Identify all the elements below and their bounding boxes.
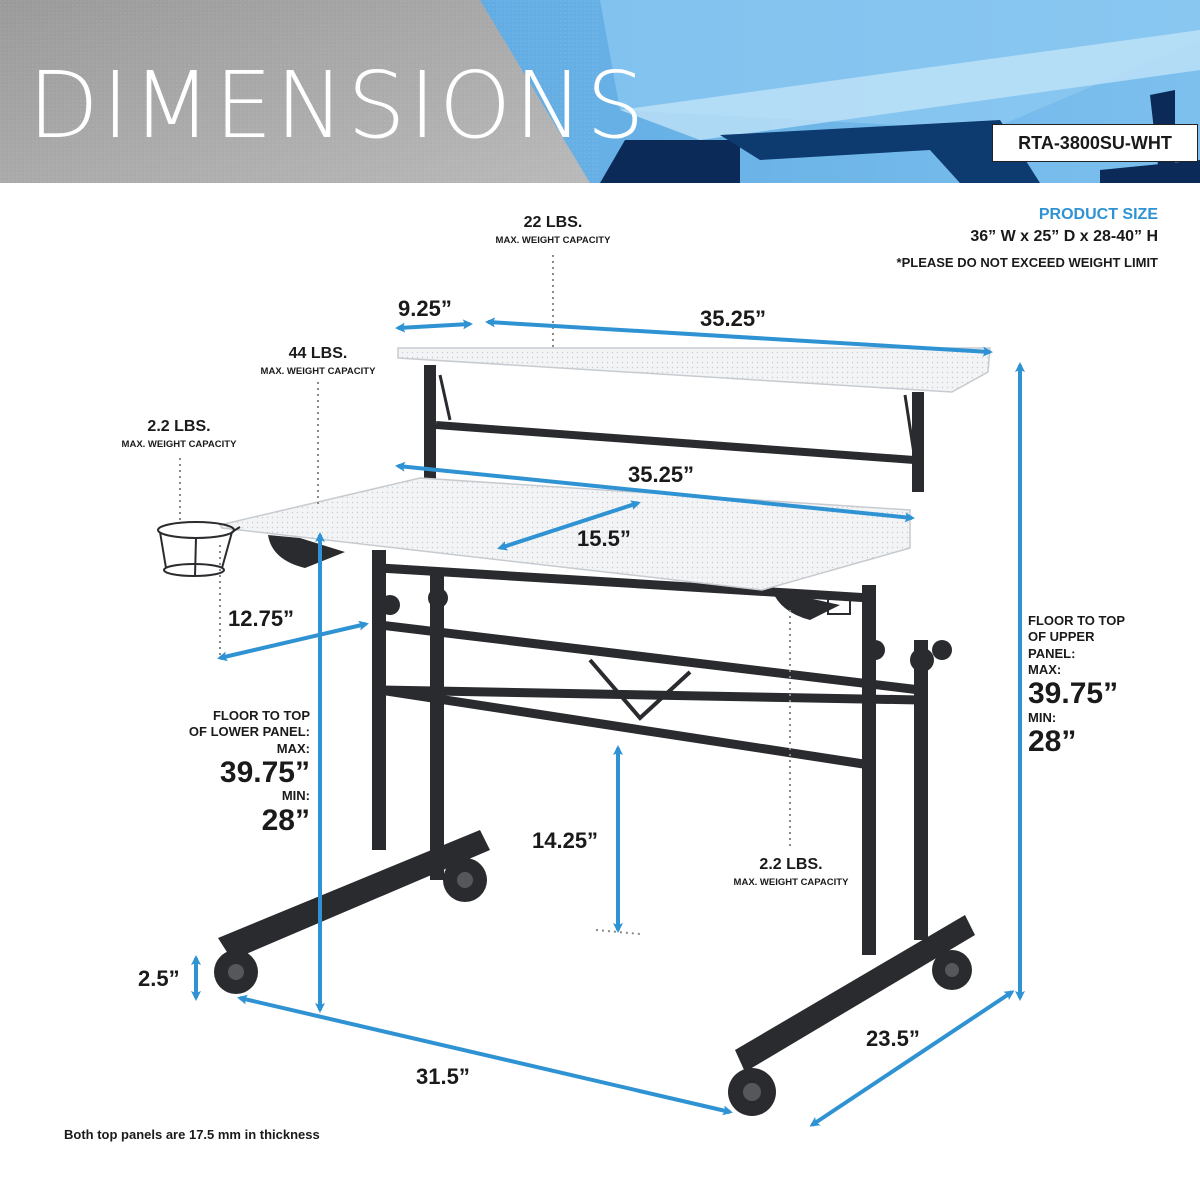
clearance-label: 14.25”	[532, 828, 599, 853]
cup-offset-label: 12.75”	[228, 606, 295, 631]
dimension-arrows	[191, 317, 1025, 1127]
hook-weight: 2.2 LBS. MAX. WEIGHT CAPACITY	[716, 856, 866, 888]
lower-height-max-label: MAX:	[276, 740, 310, 756]
upper-panel-height-block: FLOOR TO TOP OF UPPER PANEL: MAX: 39.75”…	[1028, 613, 1125, 757]
upper-height-line1: FLOOR TO TOP	[1028, 613, 1126, 628]
upper-width-label: 35.25”	[700, 306, 767, 331]
top-shelf-weight-caption: MAX. WEIGHT CAPACITY	[495, 235, 611, 246]
header-photo	[0, 0, 1200, 183]
upper-offset-label: 9.25”	[398, 296, 452, 321]
product-size-heading: PRODUCT SIZE	[1038, 206, 1158, 223]
product-size-block: PRODUCT SIZE 36” W x 25” D x 28-40” H *P…	[897, 206, 1158, 270]
top-shelf-weight-value: 22 LBS.	[523, 214, 583, 231]
upper-height-max: 39.75”	[1028, 677, 1119, 710]
cup-holder-weight-value: 2.2 LBS.	[147, 418, 211, 435]
base-depth-label: 23.5”	[866, 1026, 920, 1051]
weight-warning: *PLEASE DO NOT EXCEED WEIGHT LIMIT	[896, 255, 1158, 270]
model-number-badge: RTA-3800SU-WHT	[992, 124, 1198, 162]
page-title: DIMENSIONS	[28, 52, 648, 159]
lower-panel-weight-caption: MAX. WEIGHT CAPACITY	[260, 366, 376, 377]
upper-height-line3: PANEL:	[1028, 645, 1076, 661]
lower-panel-weight: 44 LBS. MAX. WEIGHT CAPACITY	[243, 345, 393, 377]
lower-height-max: 39.75”	[219, 755, 310, 789]
lower-height-min-label: MIN:	[281, 788, 310, 804]
lower-height-min: 28”	[261, 803, 310, 837]
thickness-footnote: Both top panels are 17.5 mm in thickness	[64, 1127, 320, 1142]
cup-holder-weight-caption: MAX. WEIGHT CAPACITY	[121, 439, 237, 450]
caster-height-label: 2.5”	[138, 966, 180, 991]
cup-holder-weight: 2.2 LBS. MAX. WEIGHT CAPACITY	[104, 418, 254, 450]
base-width-label: 31.5”	[416, 1064, 470, 1089]
upper-height-min: 28”	[1028, 724, 1077, 758]
lower-width-label: 35.25”	[628, 462, 695, 487]
product-size-value: 36” W x 25” D x 28-40” H	[970, 228, 1158, 245]
lower-panel	[218, 477, 911, 591]
header-banner: DIMENSIONS RTA-3800SU-WHT	[0, 0, 1200, 183]
lower-height-line1: FLOOR TO TOP	[212, 708, 310, 723]
lower-depth-label: 15.5”	[577, 526, 631, 551]
hook-weight-caption: MAX. WEIGHT CAPACITY	[733, 877, 849, 888]
top-shelf-weight: 22 LBS. MAX. WEIGHT CAPACITY	[478, 214, 628, 246]
upper-height-max-label: MAX:	[1028, 661, 1062, 677]
lower-panel-weight-value: 44 LBS.	[288, 345, 348, 362]
lower-height-line2: OF LOWER PANEL:	[188, 724, 310, 740]
lower-panel-height-block: FLOOR TO TOP OF LOWER PANEL: MAX: 39.75”…	[150, 708, 310, 836]
hook-weight-value: 2.2 LBS.	[759, 856, 823, 873]
upper-height-min-label: MIN:	[1028, 709, 1057, 725]
desk-frame	[214, 365, 975, 1116]
upper-height-line2: OF UPPER	[1028, 629, 1095, 645]
upper-panel	[397, 347, 991, 393]
cup-holder	[157, 521, 241, 577]
